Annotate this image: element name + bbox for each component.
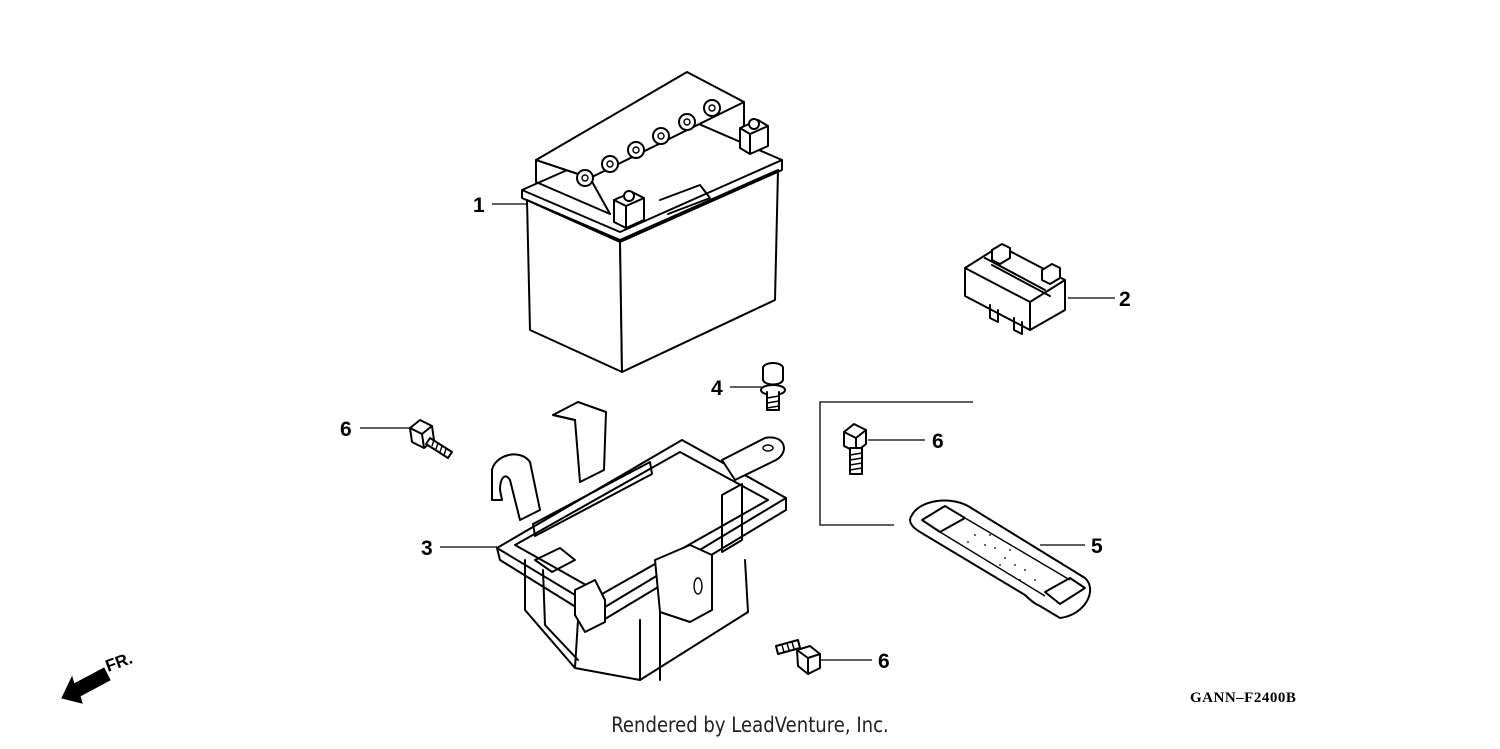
front-arrow-icon: [61, 667, 111, 704]
callout-bolt-bottom[interactable]: 6: [878, 650, 890, 673]
battery-cushion-part[interactable]: [964, 243, 1066, 335]
callout-battery-box[interactable]: 3: [421, 537, 433, 560]
cell-caps: [576, 99, 721, 187]
band-texture: [967, 534, 1036, 581]
terminal-left: [613, 190, 645, 229]
leader-lines: [360, 203, 1115, 661]
callout-battery-band[interactable]: 5: [1091, 535, 1103, 558]
callout-battery-cushion[interactable]: 2: [1119, 288, 1131, 311]
callout-battery[interactable]: 1: [473, 194, 485, 217]
callout-bolt-left[interactable]: 6: [340, 418, 352, 441]
front-direction-label: FR.: [103, 649, 135, 676]
battery-band-part[interactable]: [909, 499, 1091, 619]
group-bracket: [819, 401, 973, 526]
battery-part[interactable]: [521, 71, 783, 373]
footer-credit: Rendered by LeadVenture, Inc.: [611, 713, 889, 737]
callout-bolt-right[interactable]: 6: [932, 430, 944, 453]
callout-bolt-terminal[interactable]: 4: [711, 377, 723, 400]
battery-box-part[interactable]: [491, 401, 787, 681]
bolt-terminal-part[interactable]: [760, 362, 786, 411]
bolt-left-part[interactable]: [409, 419, 453, 459]
bolt-bottom-part[interactable]: [775, 639, 821, 675]
diagram-code: GANN–F2400B: [1190, 690, 1296, 706]
bolt-right-part[interactable]: [843, 423, 867, 475]
terminal-right: [739, 118, 769, 155]
